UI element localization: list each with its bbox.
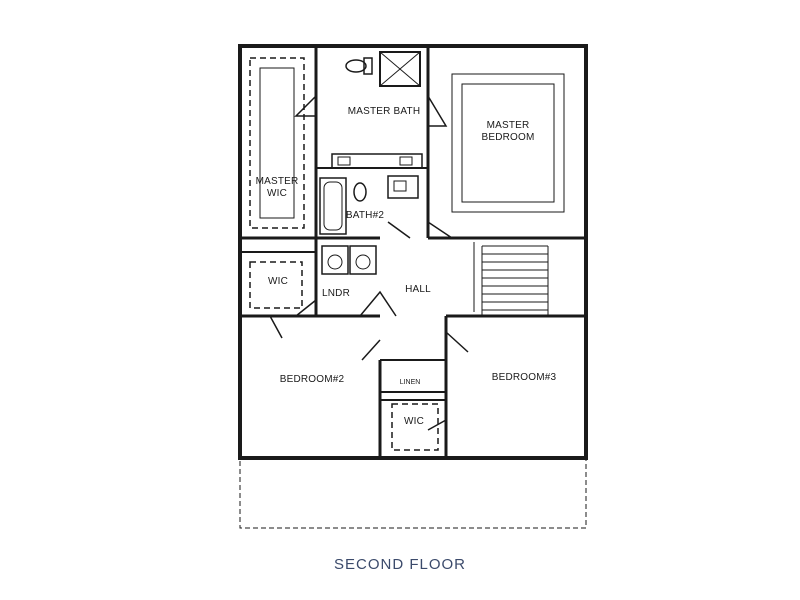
label-wic-left: WIC	[268, 276, 288, 287]
deck-outline	[239, 457, 587, 529]
label-bedroom2: BEDROOM#2	[280, 374, 345, 385]
label-bedroom3: BEDROOM#3	[492, 372, 557, 383]
label-master-wic-2: WIC	[267, 188, 287, 199]
label-master-wic-1: MASTER	[256, 176, 299, 187]
label-master-bedroom-1: MASTER	[487, 120, 530, 131]
floor-caption: SECOND FLOOR	[333, 556, 466, 573]
label-linen: LINEN	[400, 379, 421, 386]
label-master-bedroom-2: BEDROOM	[481, 132, 534, 143]
label-wic-center: WIC	[404, 416, 424, 427]
label-lndr: LNDR	[322, 288, 350, 299]
label-bath2: BATH#2	[346, 210, 384, 221]
label-hall: HALL	[405, 284, 431, 295]
label-master-bath: MASTER BATH	[348, 106, 421, 117]
